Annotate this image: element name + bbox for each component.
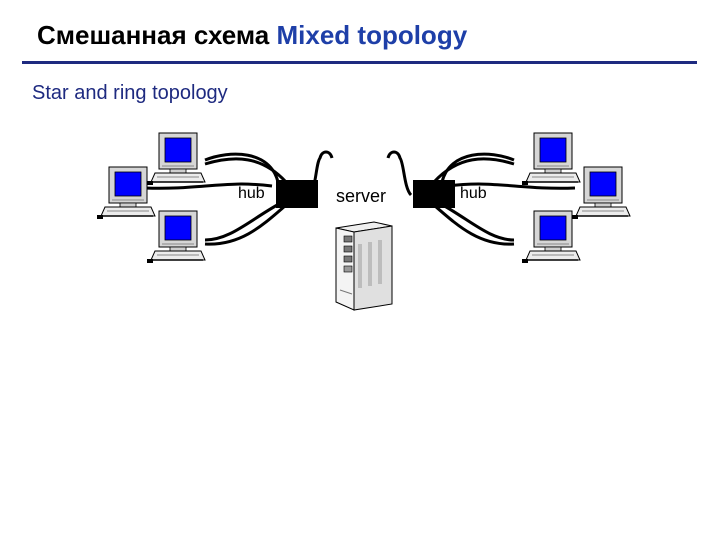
cables-right <box>386 150 576 246</box>
computer-left-bottom <box>146 210 206 264</box>
title-underline <box>22 61 697 64</box>
computer-right-middle <box>571 166 631 220</box>
server-label: server <box>336 186 386 206</box>
hub-left <box>276 180 318 208</box>
hub-right-label: hub <box>460 185 487 202</box>
computer-right-top <box>521 132 581 186</box>
subtitle: Star and ring topology <box>32 82 228 104</box>
server-tower <box>335 221 393 311</box>
slide-title: Смешанная схема Mixed topology <box>37 20 467 51</box>
computer-left-middle <box>96 166 156 220</box>
title-english: Mixed topology <box>276 20 468 50</box>
title-russian: Смешанная схема <box>37 20 270 50</box>
hub-right <box>413 180 455 208</box>
hub-left-label: hub <box>238 185 265 202</box>
computer-right-bottom <box>521 210 581 264</box>
computer-left-top <box>146 132 206 186</box>
